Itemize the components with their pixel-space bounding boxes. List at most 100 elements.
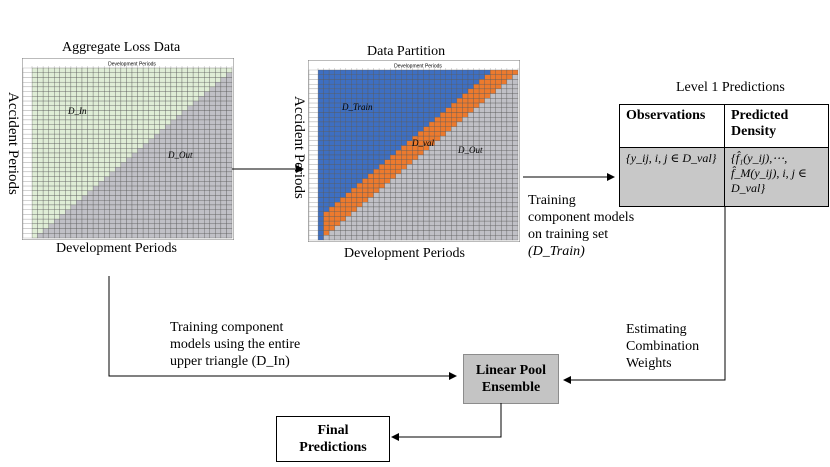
grid-cell bbox=[506, 202, 513, 208]
grid-cell bbox=[92, 176, 99, 182]
grid-cell bbox=[165, 86, 172, 92]
grid-cell bbox=[384, 220, 391, 227]
grid-cell bbox=[423, 93, 430, 99]
grid-cell bbox=[417, 79, 424, 85]
grid-cell bbox=[87, 176, 94, 182]
grid-cell bbox=[512, 126, 519, 132]
grid-cell bbox=[148, 223, 155, 229]
grid-cell bbox=[384, 131, 391, 137]
grid-cell bbox=[120, 124, 127, 130]
grid-cell bbox=[209, 228, 216, 234]
grid-cell bbox=[159, 129, 166, 135]
grid-cell bbox=[451, 192, 458, 198]
grid-cell bbox=[170, 115, 177, 121]
row-label-cell bbox=[308, 178, 319, 184]
grid-cell bbox=[501, 178, 508, 184]
grid-cell bbox=[31, 209, 38, 215]
grid-cell bbox=[340, 235, 346, 241]
grid-cell bbox=[220, 195, 227, 201]
grid-cell bbox=[31, 129, 38, 135]
grid-cell bbox=[506, 112, 513, 118]
grid-cell bbox=[445, 216, 452, 222]
grid-cell bbox=[192, 143, 199, 149]
grid-cell bbox=[478, 112, 485, 118]
grid-cell bbox=[137, 209, 144, 215]
grid-cell bbox=[412, 211, 419, 217]
grid-cell bbox=[81, 86, 88, 92]
row-label-cell bbox=[22, 133, 33, 139]
grid-cell bbox=[37, 214, 44, 220]
grid-cell bbox=[198, 204, 205, 210]
grid-cell bbox=[417, 197, 424, 203]
grid-cell bbox=[428, 216, 435, 222]
grid-cell bbox=[334, 173, 341, 179]
grid-cell bbox=[59, 115, 66, 121]
grid-cell bbox=[501, 131, 508, 137]
grid-cell bbox=[423, 98, 430, 104]
grid-cell bbox=[115, 166, 122, 173]
grid-cell bbox=[512, 150, 519, 156]
grid-cell bbox=[65, 81, 72, 88]
grid-cell bbox=[159, 119, 166, 125]
grid-cell bbox=[512, 173, 519, 179]
row-label-cell bbox=[308, 121, 319, 127]
grid-cell bbox=[70, 181, 77, 187]
grid-cell bbox=[334, 102, 341, 108]
grid-cell bbox=[506, 126, 513, 132]
grid-cell bbox=[378, 225, 385, 231]
grid-cell bbox=[401, 93, 408, 99]
grid-cell bbox=[378, 220, 385, 227]
grid-cell bbox=[54, 223, 60, 229]
grid-cell bbox=[317, 112, 324, 118]
grid-cell bbox=[356, 197, 363, 203]
grid-cell bbox=[340, 178, 346, 184]
grid-cell bbox=[170, 171, 177, 177]
grid-cell bbox=[490, 121, 496, 127]
grid-cell bbox=[54, 110, 60, 116]
grid-cell bbox=[59, 124, 66, 130]
grid-cell bbox=[215, 214, 222, 220]
grid-cell bbox=[76, 81, 83, 88]
grid-cell bbox=[37, 138, 44, 144]
grid-cell bbox=[506, 168, 513, 175]
row-label-cell bbox=[308, 169, 319, 175]
grid-cell bbox=[323, 187, 330, 193]
grid-cell bbox=[373, 117, 380, 123]
grid-cell bbox=[356, 235, 363, 241]
grid-cell bbox=[373, 183, 380, 189]
grid-cell bbox=[120, 152, 127, 158]
grid-cell bbox=[495, 117, 502, 123]
grid-cell bbox=[81, 171, 88, 177]
grid-cell bbox=[226, 166, 233, 173]
grid-cell bbox=[434, 121, 441, 127]
grid-cell bbox=[192, 110, 199, 116]
grid-cell bbox=[406, 173, 413, 179]
grid-cell bbox=[81, 91, 88, 97]
grid-cell bbox=[220, 223, 227, 229]
grid-cell bbox=[131, 181, 138, 187]
grid-cell bbox=[373, 168, 380, 175]
grid-cell bbox=[198, 181, 205, 187]
grid-cell bbox=[198, 190, 205, 196]
grid-cell bbox=[198, 124, 205, 130]
final-predictions-box: Final Predictions bbox=[276, 416, 390, 462]
grid-cell bbox=[456, 216, 463, 222]
grid-cell bbox=[445, 131, 452, 137]
grid-cell bbox=[340, 93, 346, 99]
grid-cell bbox=[445, 197, 452, 203]
grid-cell bbox=[98, 129, 105, 135]
grid-cell bbox=[395, 192, 402, 198]
grid-cell bbox=[81, 200, 88, 206]
grid-cell bbox=[192, 181, 199, 187]
grid-cell bbox=[367, 216, 374, 222]
grid-cell bbox=[204, 204, 210, 210]
grid-cell bbox=[362, 159, 369, 165]
grid-cell bbox=[445, 135, 452, 142]
grid-cell bbox=[48, 218, 55, 225]
grid-cell bbox=[367, 187, 374, 193]
estimating-weights-text: Estimating Combination Weights bbox=[626, 321, 699, 372]
grid-cell bbox=[512, 135, 519, 142]
grid-cell bbox=[31, 119, 38, 125]
grid-cell bbox=[384, 187, 391, 193]
grid-cell bbox=[434, 202, 441, 208]
